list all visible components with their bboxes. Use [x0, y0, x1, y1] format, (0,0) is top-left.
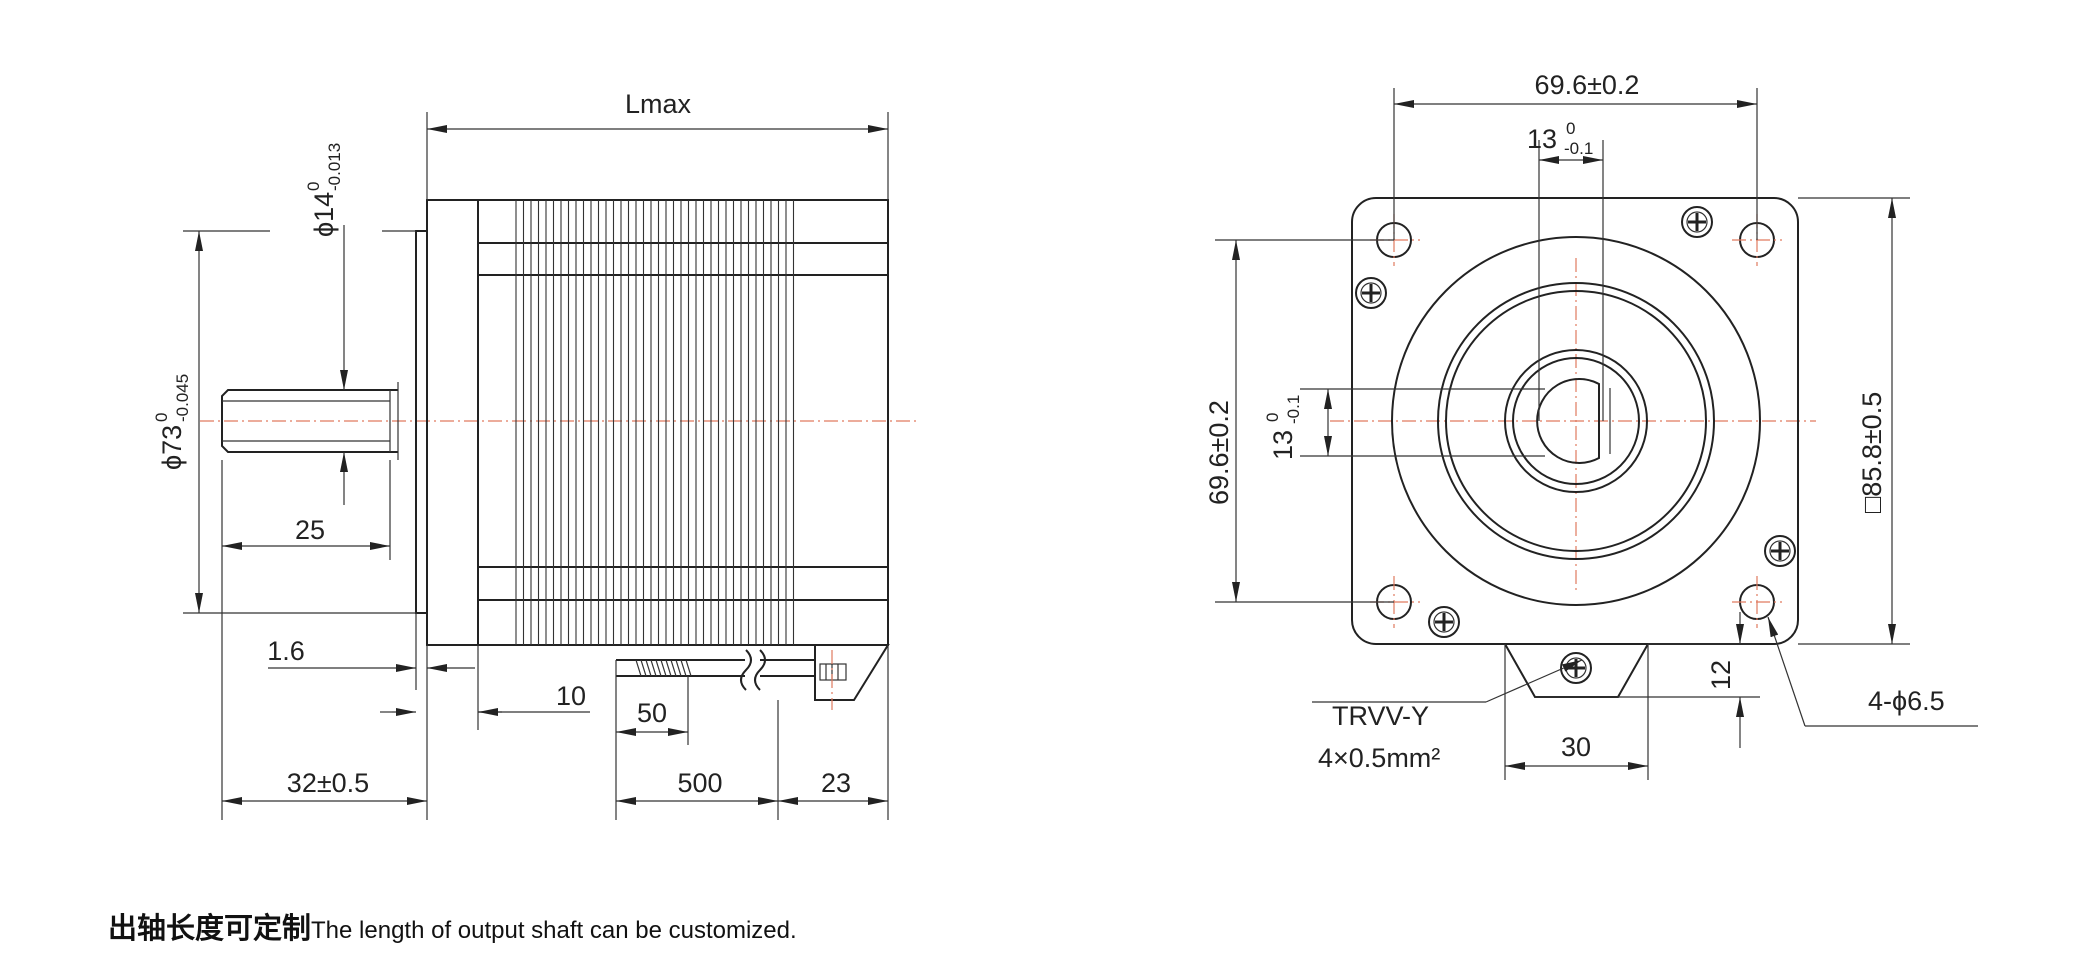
front-dimension-lines: [1232, 100, 1978, 770]
dim-flange-diameter-lower: -0.045: [173, 374, 192, 422]
dim-shaft-diameter-upper: 0: [304, 182, 323, 191]
screw-head-icon: [1428, 606, 1460, 638]
screw-head-icon: [1681, 206, 1713, 238]
pilot-circle-outer: [1437, 282, 1715, 560]
caption-english: The length of output shaft can be custom…: [311, 917, 797, 944]
screw-head-icon: [1764, 535, 1796, 567]
dim-key-length: 25: [295, 515, 325, 545]
label-cable-type: TRVV-Y: [1332, 701, 1429, 731]
dim-flange-diameter-upper: 0: [152, 413, 171, 422]
front-flange: [415, 230, 428, 614]
motor-body: [426, 199, 889, 646]
side-view: Lmax ϕ14 0 -0.013 ϕ73 0 -0.045 25 1.6 10…: [152, 89, 920, 820]
dim-flange-thickness: 1.6: [267, 636, 305, 666]
square-flange: [1351, 197, 1799, 645]
front-extension-lines: [1215, 88, 1910, 780]
dim-flat-upper: 0: [1263, 413, 1282, 422]
dim-strip-length: 50: [637, 698, 667, 728]
dim-lmax: Lmax: [625, 89, 692, 119]
dim-boss-upper: 0: [1566, 119, 1575, 138]
boss-circle-outer: [1504, 349, 1648, 493]
side-dimension-lines: [195, 125, 888, 805]
dim-shaft-diameter-lower: -0.013: [325, 143, 344, 191]
dim-mounting-height: 69.6±0.2: [1204, 400, 1234, 505]
dim-shaft-length: 32±0.5: [287, 768, 369, 798]
side-dimension-texts: Lmax ϕ14 0 -0.013 ϕ73 0 -0.045 25 1.6 10…: [152, 89, 851, 798]
caption: 出轴长度可定制The length of output shaft can be…: [108, 905, 797, 947]
dim-flat-main: 13: [1268, 430, 1298, 460]
dim-boss-main: 13: [1527, 124, 1557, 154]
dim-flange-diameter: ϕ73: [157, 425, 187, 470]
caption-chinese: 出轴长度可定制: [108, 911, 312, 945]
dim-boss-lower: -0.1: [1564, 139, 1593, 158]
cable-exit-lug: [1504, 643, 1649, 698]
cable-connector: [814, 644, 890, 710]
boss-circle-inner: [1512, 357, 1640, 485]
dim-connector-length: 23: [821, 768, 851, 798]
motor-shaft: [221, 382, 399, 460]
dim-cable-length: 500: [677, 768, 722, 798]
dim-shaft-diameter: ϕ14: [309, 192, 339, 237]
front-dimension-texts: 69.6±0.2 13 0 -0.1 69.6±0.2 13 0 -0.1 □8…: [1204, 70, 1945, 773]
dim-flat-lower: -0.1: [1284, 395, 1303, 424]
screw-head-icon: [1355, 277, 1387, 309]
dim-lug-width: 30: [1561, 732, 1591, 762]
shaft-d-cut: [1536, 378, 1611, 464]
side-extension-lines: [183, 112, 889, 820]
dim-mounting-width: 69.6±0.2: [1535, 70, 1640, 100]
screw-head-icon: [1560, 652, 1592, 684]
dim-square-size: □85.8±0.5: [1857, 392, 1887, 513]
pilot-circle-inner: [1445, 290, 1707, 552]
front-view: 69.6±0.2 13 0 -0.1 69.6±0.2 13 0 -0.1 □8…: [1204, 70, 1978, 780]
lead-cable: [615, 649, 815, 691]
label-cable-spec: 4×0.5mm²: [1318, 743, 1440, 773]
dim-lug-height: 12: [1706, 660, 1736, 690]
dim-mounting-holes: 4-ϕ6.5: [1868, 686, 1945, 716]
motor-housing-circle: [1391, 236, 1761, 606]
stator-laminations: [515, 200, 795, 645]
dim-step-length: 10: [556, 681, 586, 711]
